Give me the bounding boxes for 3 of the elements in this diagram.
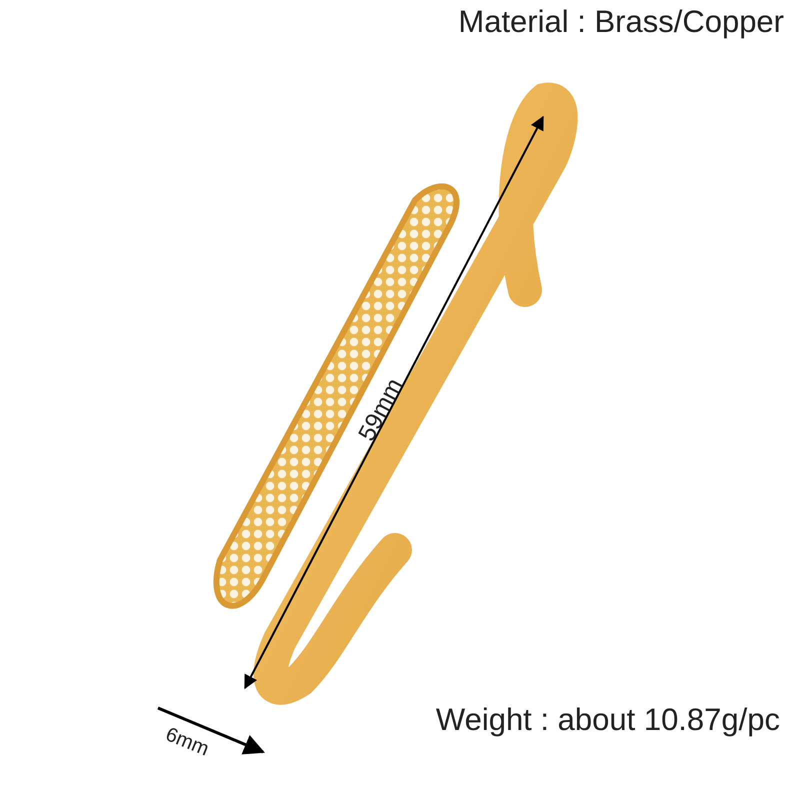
weight-note: Weight : about 10.87g/pc <box>436 704 780 735</box>
material-note: Material : Brass/Copper <box>458 6 784 37</box>
dimension-label: 6mm <box>162 724 212 760</box>
